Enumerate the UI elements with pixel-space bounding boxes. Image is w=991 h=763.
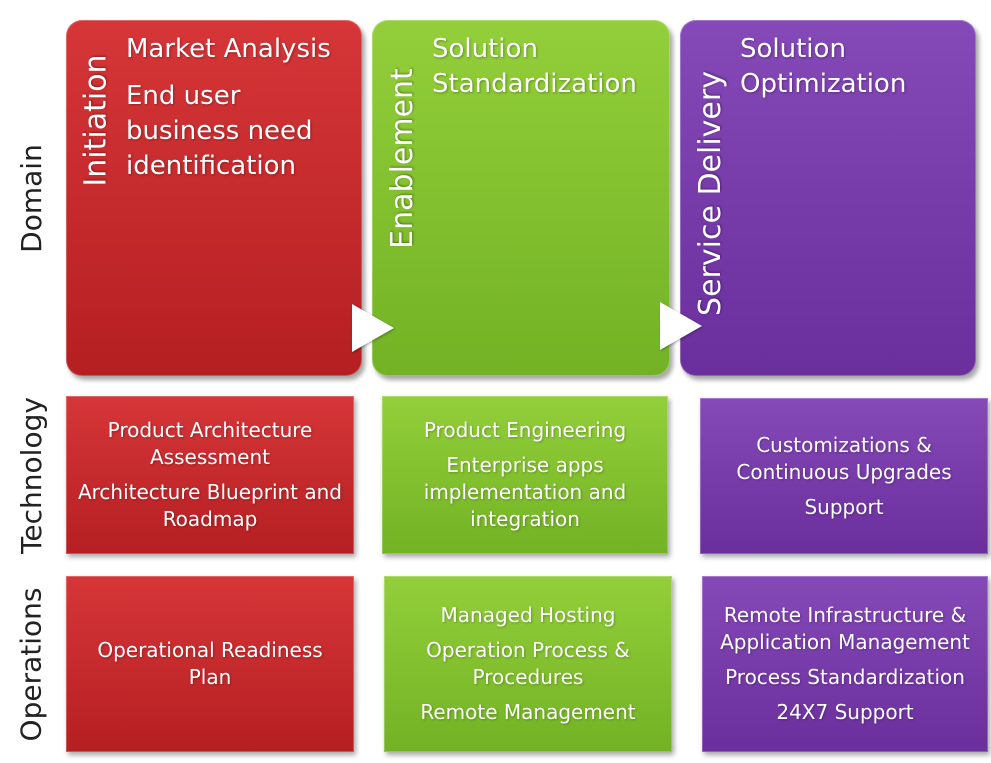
domain-enablement-item: Solution Standardization: [432, 34, 637, 99]
domain-enablement-items: Solution Standardization: [432, 32, 660, 114]
domain-service-delivery-title-text: Service Delivery: [692, 70, 728, 316]
technology-enablement-box: Product Engineering Enterprise apps impl…: [382, 396, 668, 554]
row-label-operations: Operations: [0, 572, 62, 756]
domain-initiation-title-text: Initiation: [78, 53, 114, 187]
operations-item: Remote Management: [420, 700, 636, 724]
operations-item: Operation Process & Procedures: [426, 638, 630, 689]
technology-item: Support: [804, 494, 884, 519]
technology-item: Enterprise apps implementation and integ…: [423, 453, 627, 531]
domain-initiation-item: End user business need identification: [126, 81, 313, 181]
operations-item: 24X7 Support: [776, 700, 914, 724]
domain-initiation-title: Initiation: [66, 20, 126, 220]
domain-enablement-title-text: Enablement: [384, 67, 420, 249]
operations-service-delivery-box: Remote Infrastructure & Application Mana…: [702, 576, 988, 752]
operations-item: Managed Hosting: [440, 603, 616, 627]
technology-item: Architecture Blueprint and Roadmap: [77, 480, 343, 531]
domain-service-delivery-item: Solution Optimization: [740, 34, 907, 99]
row-label-technology: Technology: [0, 396, 62, 554]
technology-item: Product Architecture Assessment: [107, 418, 313, 469]
operations-item: Operational Readiness Plan: [97, 638, 323, 689]
arrow-right-icon: [660, 302, 702, 350]
operations-enablement-box: Managed Hosting Operation Process & Proc…: [384, 576, 672, 752]
row-label-operations-text: Operations: [14, 587, 48, 741]
technology-service-delivery-box: Customizations & Continuous Upgrades Sup…: [700, 398, 988, 554]
technology-initiation-box: Product Architecture Assessment Architec…: [66, 396, 354, 554]
technology-item: Customizations & Continuous Upgrades: [736, 432, 952, 484]
row-label-technology-text: Technology: [14, 396, 48, 554]
domain-initiation-item: Market Analysis: [126, 34, 331, 64]
row-label-domain-text: Domain: [14, 143, 48, 253]
arrow-right-icon: [352, 304, 394, 352]
domain-enablement-title: Enablement: [372, 20, 432, 296]
domain-service-delivery-items: Solution Optimization: [740, 32, 966, 114]
domain-enablement-box: Enablement Solution Standardization: [372, 20, 670, 376]
domain-service-delivery-box: Service Delivery Solution Optimization: [680, 20, 976, 376]
operations-initiation-box: Operational Readiness Plan: [66, 576, 354, 752]
domain-initiation-items: Market Analysis End user business need i…: [126, 32, 352, 196]
technology-item: Product Engineering: [423, 418, 627, 442]
row-label-domain: Domain: [0, 20, 62, 376]
domain-initiation-box: Initiation Market Analysis End user busi…: [66, 20, 362, 376]
operations-item: Remote Infrastructure & Application Mana…: [720, 603, 970, 654]
operations-item: Process Standardization: [725, 665, 965, 689]
